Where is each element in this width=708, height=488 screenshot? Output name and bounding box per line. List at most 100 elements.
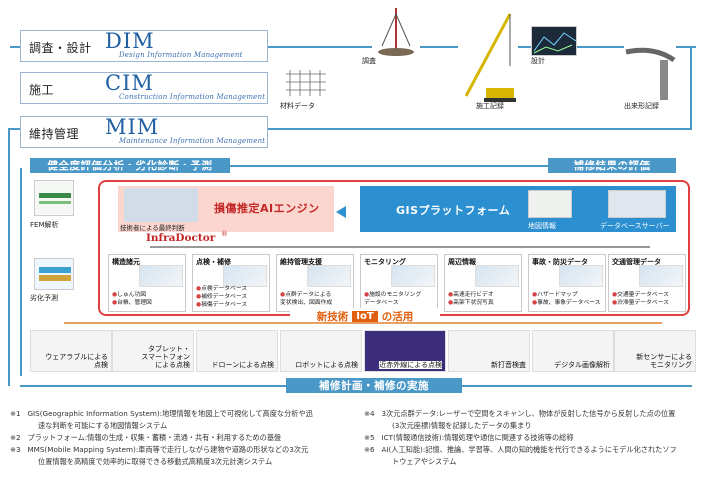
engineer-illustration	[124, 188, 198, 222]
stage-dim: 調査・設計 DIM Design Information Management	[20, 29, 268, 62]
ict-label-line: スマートフォン	[141, 352, 190, 361]
lifecycle-outer-line	[8, 128, 692, 130]
ict-label: ドローンによる点検	[212, 361, 274, 369]
card-line: ●交通量データベース	[612, 289, 669, 298]
asbuilt-caption: 出来形記録	[624, 102, 659, 110]
card-inspection: 点検・補修●点検データベース●補修データベース●損傷データベース	[192, 254, 270, 312]
card-line: ●高架下状況写真	[448, 297, 494, 306]
lifecycle-frame	[10, 46, 696, 146]
new-tech-pre: 新技術	[316, 310, 349, 323]
card-image	[559, 265, 603, 287]
gis-title: GISプラットフォーム	[396, 204, 511, 217]
fem-photo	[34, 180, 74, 216]
card-line-text: 台帳、管理図	[117, 300, 152, 306]
engine-arrow	[336, 206, 346, 218]
card-line: ●点検データベース	[196, 283, 247, 292]
ict-label: 新センサーによるモニタリング	[636, 353, 692, 369]
footnote-6: ※6 AI(人工知能):記憶、推論、学習等、人間の知的機能を代行できるようにモデ…	[364, 444, 677, 468]
card-line-text: 交通量データベース	[617, 292, 669, 298]
card-line-text: 損傷データベース	[201, 302, 248, 308]
banner-top-line	[30, 165, 676, 167]
stage-cim-full: Construction Information Management	[119, 93, 266, 101]
bullet: ●	[196, 286, 202, 292]
footnote-text: トウェアやシステム	[392, 457, 457, 466]
footnote-1: ※1 GIS(Geographic Information System):地理…	[10, 408, 313, 432]
card-line: ●事故、事象データベース	[532, 297, 601, 306]
card-image	[223, 265, 267, 287]
footnote-text: 速な判断を可能にする地図情報システム	[38, 421, 168, 430]
stage-mim-abbr: MIM	[105, 115, 160, 139]
ict-sensor: 新センサーによるモニタリング	[614, 330, 696, 372]
footnote-text: 3次元点群データ:レーザーで空間をスキャンし、物体が反射した信号から反射した点の…	[381, 409, 676, 418]
survey-caption: 調査	[362, 57, 376, 65]
ict-wearable: ウェアラブルによる点検	[30, 330, 112, 372]
bullet: ●	[532, 292, 538, 298]
ict-label-line: 新センサーによる	[636, 352, 692, 361]
stage-dim-jp: 調査・設計	[29, 41, 92, 55]
card-line: ●高速走行ビデオ	[448, 289, 494, 298]
ict-label: デジタル画像解析	[554, 361, 610, 369]
card-title: 維持管理支援	[280, 258, 322, 266]
card-line: ●点群データによる	[280, 289, 331, 298]
card-line-text: 高速走行ビデオ	[453, 292, 494, 298]
design-photo	[531, 26, 577, 56]
map-thumb	[528, 190, 572, 218]
lifecycle-left-connector	[8, 128, 10, 386]
ict-label-line: モニタリング	[650, 360, 692, 369]
card-disaster: 事故・防災データ ●ハザードマップ●事故、事象データベース	[528, 254, 606, 312]
ict-image-analysis: デジタル画像解析	[532, 330, 614, 372]
footnote-text: AI(人工知能):記憶、推論、学習等、人間の知的機能を代行できるようにモデル化さ…	[381, 445, 677, 454]
engineer-caption: 技術者による最終判断	[120, 224, 185, 232]
gis-db-caption: データベースサーバー	[600, 222, 670, 230]
footnote-key: ※5	[364, 433, 375, 442]
material-caption: 材料データ	[280, 102, 315, 110]
bullet: ●	[364, 292, 370, 298]
footnote-key: ※4	[364, 409, 375, 418]
gis-panel: GISプラットフォーム 地図情報 データベースサーバー	[360, 186, 676, 232]
footnote-text: MMS(Mobile Mapping System):車両等で走行しながら建物や…	[27, 445, 309, 454]
ict-label-line: デジタル画像解析	[554, 360, 610, 369]
footnote-text: プラットフォーム:情報の生成・収集・蓄積・流通・共有・利用するための基盤	[27, 433, 282, 442]
infradoctor-mark: ®	[221, 230, 228, 238]
card-line-text: ハザードマップ	[537, 292, 578, 298]
ict-drone: ドローンによる点検	[196, 330, 278, 372]
card-line-text: 施設のモニタリング	[369, 292, 422, 298]
ict-label-line: タブレット・	[148, 344, 190, 353]
ict-label: 近赤外線による点検	[379, 360, 442, 369]
cards-connector	[150, 246, 650, 248]
gis-map-caption: 地図情報	[528, 222, 556, 230]
card-title: 点検・補修	[196, 258, 231, 266]
card-image	[307, 265, 351, 287]
ict-label-line: 近赤外線による点検	[379, 360, 442, 369]
ict-label: タブレット・スマートフォンによる点検	[141, 345, 190, 369]
stage-mim: 維持管理 MIM Maintenance Information Managem…	[20, 115, 268, 148]
iot-badge: IoT	[352, 310, 378, 322]
card-traffic: 交通管理データ●交通量データベース●渋滞量データベース	[608, 254, 686, 312]
bullet: ●	[280, 292, 286, 298]
left-flow-line	[20, 168, 22, 376]
ict-hammering: 新打音検査	[448, 330, 530, 372]
stage-dim-full: Design Information Management	[119, 51, 243, 59]
ict-label-line: 新打音検査	[491, 360, 526, 369]
ict-label: ウェアラブルによる点検	[45, 353, 108, 369]
ict-infrared: 近赤外線による点検	[364, 330, 446, 372]
stage-cim: 施工 CIM Construction Information Manageme…	[20, 71, 268, 104]
new-tech-label: 新技術 IoT の活用	[290, 308, 440, 324]
card-line: ●損傷データベース	[196, 299, 247, 308]
stage-cim-abbr: CIM	[105, 71, 154, 95]
lifecycle-right-connector	[690, 46, 692, 130]
card-line: データベース	[364, 297, 399, 306]
card-surroundings: 周辺情報●高速走行ビデオ●高架下状況写真	[444, 254, 522, 312]
card-title: 事故・防災データ	[532, 258, 588, 266]
stage-mim-jp: 維持管理	[29, 127, 80, 141]
card-structure: 構造諸元●しゅん功図●台帳、管理図	[108, 254, 186, 312]
ict-connector	[64, 322, 662, 324]
card-line-text: しゅん功図	[117, 292, 147, 298]
ict-robot: ロボットによる点検	[280, 330, 362, 372]
new-tech-post: の活用	[381, 310, 414, 323]
ict-label-line: 点検	[94, 360, 108, 369]
card-image	[139, 265, 183, 287]
card-image	[475, 265, 519, 287]
ict-label-line: ドローンによる点検	[211, 360, 274, 369]
asbuilt-photo	[624, 40, 676, 102]
